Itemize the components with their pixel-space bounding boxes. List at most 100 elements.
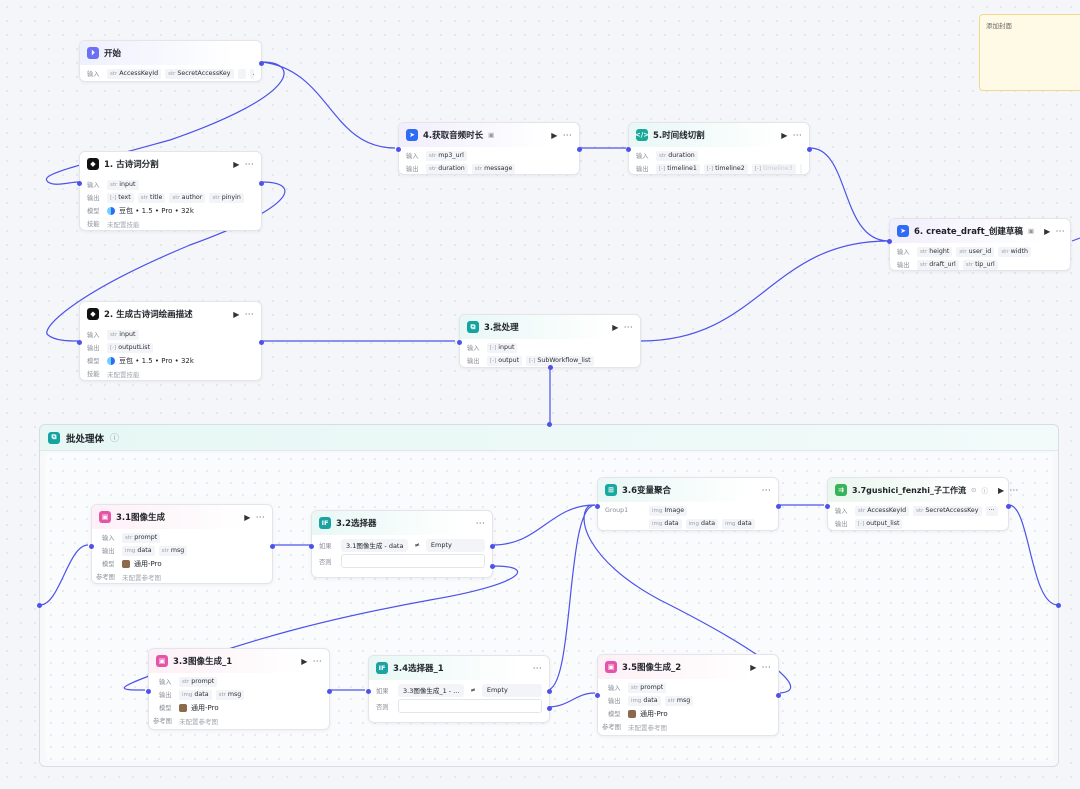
more-icon[interactable]: ··· [244, 309, 254, 319]
model-label: 模型 [87, 358, 100, 365]
input-port[interactable] [77, 340, 82, 345]
skill-label: 技能 [87, 221, 100, 228]
image-icon: ▣ [605, 661, 617, 673]
input-port[interactable] [77, 181, 82, 186]
more-icon[interactable]: ··· [475, 518, 485, 528]
param-tag: [-]text [107, 192, 134, 203]
batch-body-port[interactable] [548, 365, 553, 370]
more-icon[interactable]: ··· [1009, 485, 1019, 495]
more-icon[interactable]: ··· [761, 485, 771, 495]
output-port[interactable] [1006, 504, 1011, 509]
sticky-note[interactable]: 添加封面 [979, 14, 1080, 91]
condition-right[interactable]: Empty [425, 538, 485, 552]
more-icon[interactable]: ··· [1055, 226, 1065, 236]
input-port[interactable] [595, 693, 600, 698]
more-tag[interactable]: ··· [985, 505, 998, 516]
more-icon[interactable]: ··· [312, 656, 322, 666]
start-icon: ⏵ [87, 47, 99, 59]
output-port[interactable] [259, 340, 264, 345]
batch-body-top-port[interactable] [547, 422, 552, 427]
output-label: 输出 [467, 358, 480, 365]
input-label: 输入 [87, 332, 100, 339]
batch-body-output-port[interactable] [1056, 603, 1061, 608]
output-port[interactable] [807, 147, 812, 152]
else-branch[interactable] [341, 554, 485, 568]
more-icon[interactable]: ··· [623, 322, 633, 332]
output-port[interactable] [259, 181, 264, 186]
input-port[interactable] [825, 504, 830, 509]
run-icon[interactable]: ▶ [1044, 226, 1051, 236]
node-title: 3.5图像生成_2 [622, 663, 682, 673]
input-port[interactable] [366, 689, 371, 694]
info-icon[interactable]: ⓘ [110, 434, 120, 444]
run-icon[interactable]: ▶ [750, 662, 757, 672]
node-condition-3-4[interactable]: IF 3.4选择器_1 ··· 如果 3.3图像生成_1 - ... ≠ Emp… [366, 655, 552, 723]
run-icon[interactable]: ▶ [612, 322, 619, 332]
input-port[interactable] [457, 340, 462, 345]
image-icon: ▣ [99, 511, 111, 523]
output-port[interactable] [776, 504, 781, 509]
skill-value: 未配置技能 [107, 220, 140, 229]
more-icon[interactable]: ··· [761, 662, 771, 672]
run-icon[interactable]: ▶ [233, 309, 240, 319]
else-port[interactable] [547, 706, 552, 711]
condition-left[interactable]: 3.1图像生成 - data [341, 538, 409, 552]
node-title: 3.1图像生成 [116, 513, 166, 523]
if-port[interactable] [547, 689, 552, 694]
image-model-icon [628, 709, 636, 718]
condition-left[interactable]: 3.3图像生成_1 - ... [398, 683, 465, 697]
more-icon[interactable]: ··· [255, 512, 265, 522]
condition-right[interactable]: Empty [481, 683, 542, 697]
output-label: 输出 [636, 166, 649, 173]
output-port[interactable] [327, 689, 332, 694]
if-port[interactable] [490, 544, 495, 549]
input-port[interactable] [396, 147, 401, 152]
run-icon[interactable]: ▶ [244, 512, 251, 522]
input-label: 输入 [897, 249, 910, 256]
output-port[interactable] [270, 544, 275, 549]
info-icon[interactable]: ⓘ [981, 487, 988, 495]
else-branch[interactable] [398, 699, 542, 713]
output-port[interactable] [577, 147, 582, 152]
run-icon[interactable]: ▶ [301, 656, 308, 666]
input-port[interactable] [595, 504, 600, 509]
batch-body-input-port[interactable] [37, 603, 42, 608]
more-tag[interactable]: ... [799, 163, 802, 174]
run-icon[interactable]: ▶ [781, 130, 788, 140]
input-port[interactable] [887, 239, 892, 244]
input-port[interactable] [309, 544, 314, 549]
input-port[interactable] [146, 689, 151, 694]
more-tag[interactable]: ... [249, 68, 254, 79]
node-subworkflow-3-7[interactable]: ⇉ 3.7gushici_fenzhi_子工作流 ⊙ ⓘ ▶ ··· 输入 st… [825, 477, 1018, 531]
else-port[interactable] [490, 564, 495, 569]
more-icon[interactable]: ··· [532, 663, 542, 673]
node-batch-3[interactable]: ⧉ 3.批处理 ▶ ··· 输入 [-]input 输出 [-]output [… [457, 314, 641, 370]
node-condition-3-2[interactable]: IF 3.2选择器 ··· 如果 3.1图像生成 - data ≠ Empty … [309, 510, 495, 578]
input-port[interactable] [626, 147, 631, 152]
run-icon[interactable]: ▶ [997, 485, 1005, 495]
run-icon[interactable]: ▶ [551, 130, 558, 140]
more-icon[interactable]: ··· [244, 159, 254, 169]
plugin-icon: ➤ [406, 129, 418, 141]
more-icon[interactable]: ··· [562, 130, 572, 140]
output-port[interactable] [776, 693, 781, 698]
run-icon[interactable]: ▶ [233, 159, 240, 169]
image-model-icon [122, 559, 130, 568]
more-icon[interactable]: ··· [792, 130, 802, 140]
input-port[interactable] [89, 544, 94, 549]
output-port[interactable] [259, 61, 264, 66]
